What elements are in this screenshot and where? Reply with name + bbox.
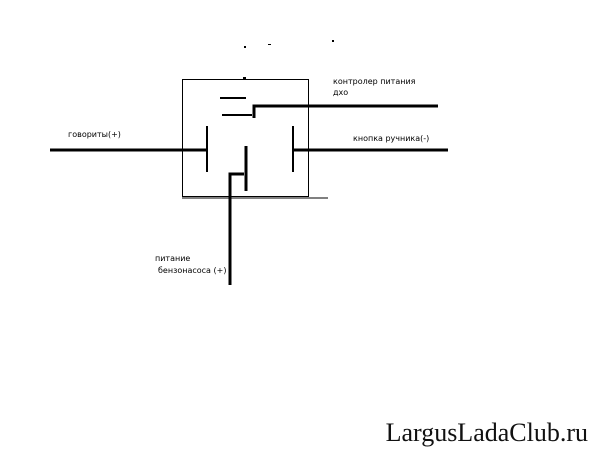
watermark: LargusLadaClub.ru xyxy=(385,418,588,447)
top-contact-dot xyxy=(243,77,246,80)
handbrake-button-label: кнопка ручника(-) xyxy=(353,134,430,143)
goboroity-label: говориты(+) xyxy=(68,130,121,139)
controller-label-line2: дхо xyxy=(333,88,349,97)
fuel-pump-label-line1: питание xyxy=(155,254,191,263)
controller-wire xyxy=(252,104,438,118)
fuel-pump-wire xyxy=(228,172,244,285)
fuel-pump-label-line2: бензонасоса (+) xyxy=(158,266,227,275)
stray-mark xyxy=(268,44,271,45)
controller-label-line1: контролер питания xyxy=(333,77,416,86)
stray-mark xyxy=(244,46,246,48)
stray-mark xyxy=(332,40,334,42)
